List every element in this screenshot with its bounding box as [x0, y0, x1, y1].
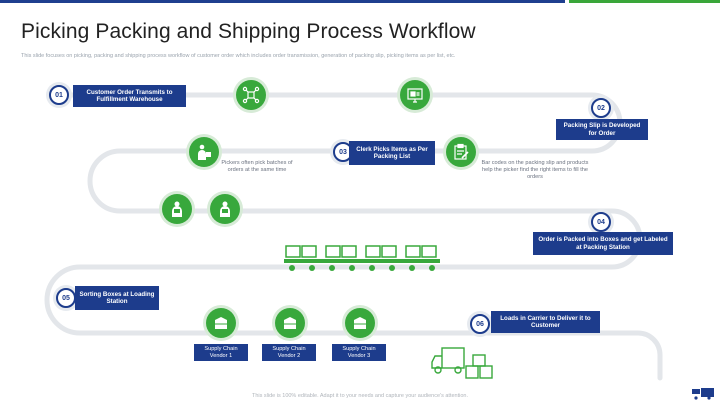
box-icon	[206, 308, 236, 338]
step-06-number: 06	[470, 314, 490, 334]
vendor-3-label: Supply Chain Vendor 3	[332, 344, 386, 361]
step-04-number: 04	[591, 212, 611, 232]
top-accent-bar-blue	[0, 0, 565, 3]
page-title: Picking Packing and Shipping Process Wor…	[21, 20, 476, 43]
worker-icon	[210, 194, 240, 224]
step-03-label: Clerk Picks Items as Per Packing List	[349, 141, 435, 165]
footer-note: This slide is 100% editable. Adapt it to…	[252, 393, 468, 399]
barcodes-note: Bar codes on the packing slip and produc…	[481, 160, 589, 180]
step-01-label: Customer Order Transmits to Fulfillment …	[73, 85, 186, 107]
conveyor-icon	[284, 245, 440, 271]
step-05-number: 05	[56, 288, 76, 308]
box-icon	[275, 308, 305, 338]
step-03-number: 03	[333, 142, 353, 162]
monitor-icon	[400, 80, 430, 110]
picker-icon	[189, 137, 219, 167]
pickers-note: Pickers often pick batches of orders at …	[221, 160, 293, 173]
step-05-label: Sorting Boxes at Loading Station	[75, 286, 159, 310]
vendor-1-label: Supply Chain Vendor 1	[194, 344, 248, 361]
step-02-label: Packing Slip is Developed for Order	[556, 119, 648, 140]
step-02-number: 02	[591, 98, 611, 118]
box-icon	[345, 308, 375, 338]
clipboard-icon	[446, 137, 476, 167]
network-icon	[236, 80, 266, 110]
page-subtitle: This slide focuses on picking, packing a…	[21, 53, 456, 59]
step-04-label: Order is Packed into Boxes and get Label…	[533, 232, 673, 255]
vendor-2-label: Supply Chain Vendor 2	[262, 344, 316, 361]
top-accent-bar-green	[569, 0, 720, 3]
step-06-label: Loads in Carrier to Deliver it to Custom…	[491, 311, 600, 333]
truck-icon	[431, 347, 493, 379]
worker-icon	[162, 194, 192, 224]
corner-truck-icon	[692, 388, 714, 400]
step-01-number: 01	[49, 85, 69, 105]
